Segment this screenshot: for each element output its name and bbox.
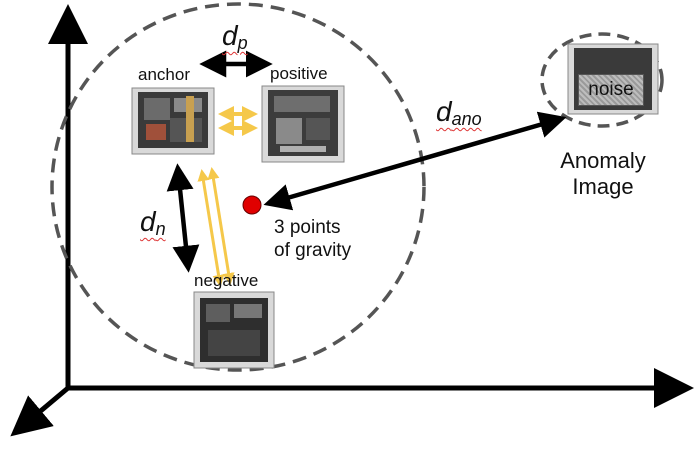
noise-label: noise (588, 79, 634, 100)
dp-sub: p (237, 33, 248, 53)
dano-sub: ano (451, 109, 482, 129)
dano-label: dano (436, 96, 482, 130)
anomaly-image-label: Anomaly Image (556, 148, 650, 200)
positive-image (261, 85, 345, 163)
gravity-label: 3 points of gravity (274, 216, 351, 262)
yellow-arrows-anchor-negative (197, 167, 235, 287)
z-axis (10, 386, 70, 437)
dn-arrow (166, 163, 200, 273)
anchor-image (131, 87, 215, 155)
dn-base: d (140, 206, 156, 237)
negative-image (193, 291, 275, 369)
gravity-label-line1: 3 points (274, 217, 341, 238)
gravity-point (242, 195, 262, 215)
yellow-arrows-anchor-positive (218, 106, 258, 136)
anomaly-circle (540, 32, 664, 128)
gravity-label-line2: of gravity (274, 240, 352, 261)
coordinate-axes (10, 4, 694, 437)
dano-arrow (263, 111, 567, 211)
dn-label: dn (140, 206, 166, 240)
dano-base: d (436, 96, 452, 127)
anomaly-label-line1: Anomaly (560, 148, 646, 173)
anchor-label: anchor (138, 65, 190, 84)
anomaly-label-line2: Image (572, 174, 634, 199)
negative-label: negative (194, 271, 259, 290)
dp-base: d (222, 20, 238, 51)
dn-sub: n (155, 219, 166, 239)
noise-patch: noise (578, 74, 644, 106)
dp-label: dp (222, 20, 248, 54)
positive-label: positive (270, 64, 328, 83)
